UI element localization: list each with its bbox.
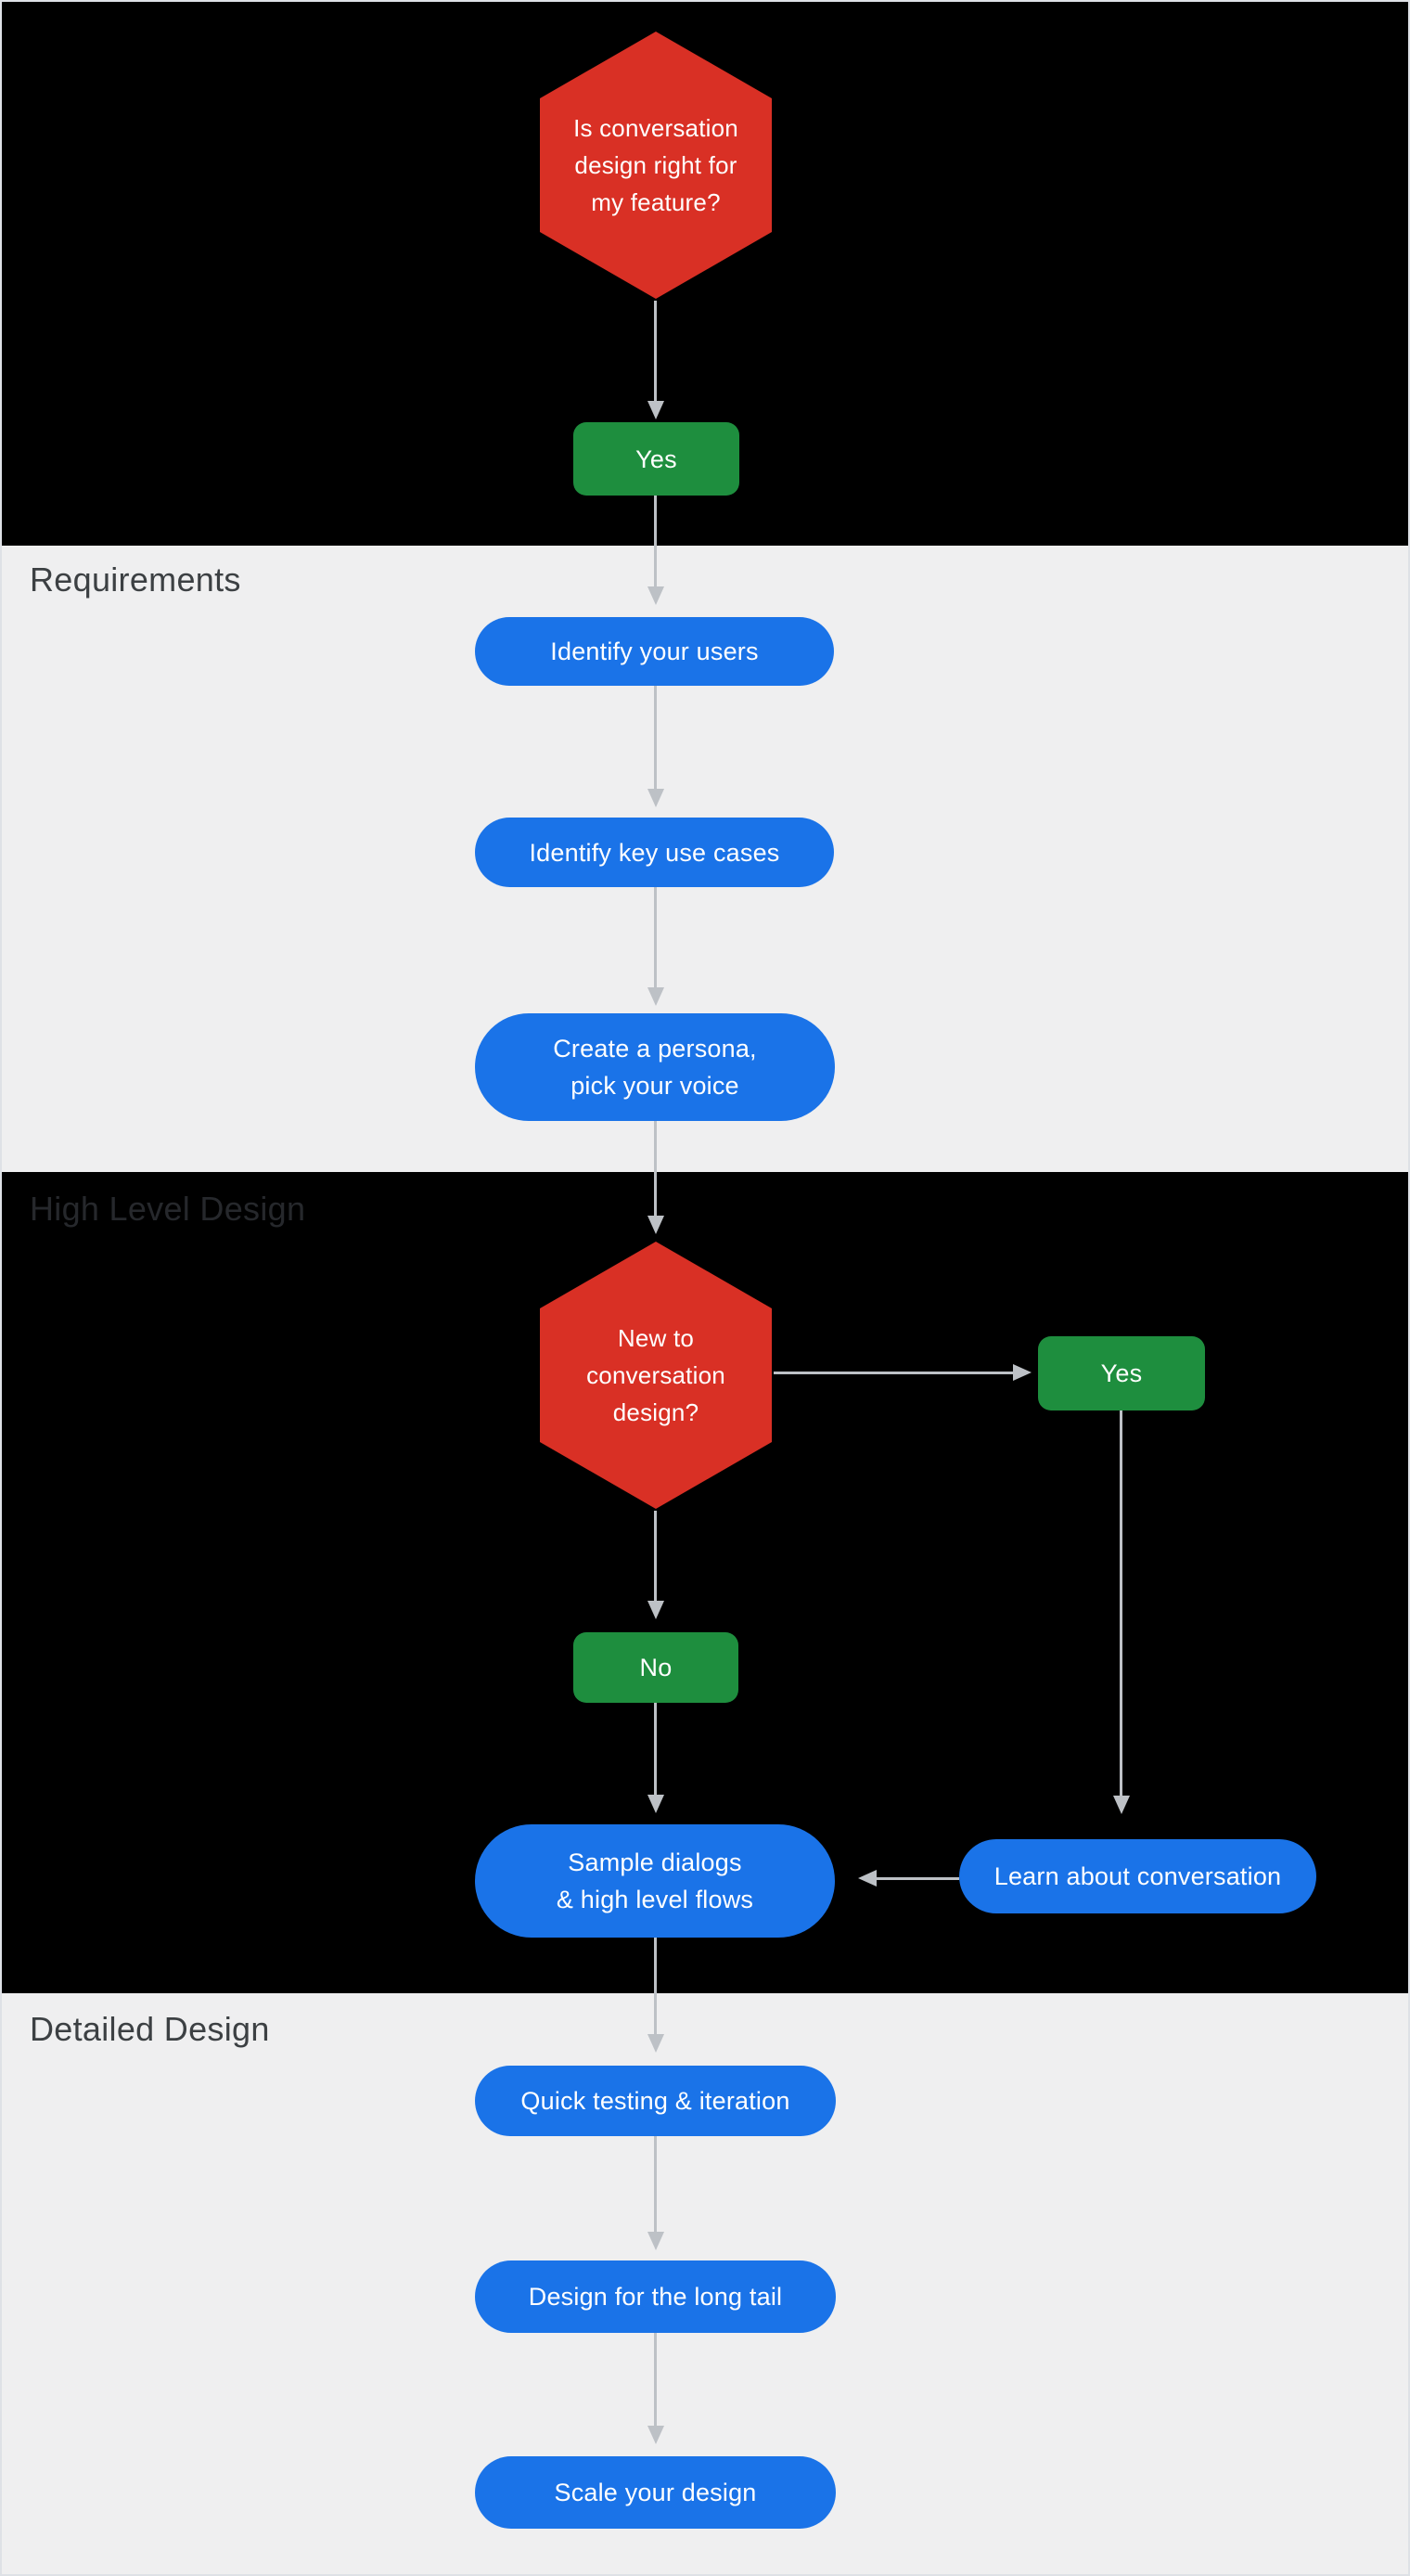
arrow-decision1-to-yes1-line — [654, 301, 657, 401]
step-node-learn-about-conversation: Learn about conversation — [959, 1839, 1316, 1913]
arrow-down-icon — [647, 2034, 664, 2053]
arrow-down-icon — [647, 1795, 664, 1813]
answer-node-yes-2: Yes — [1038, 1336, 1205, 1410]
arrow-down-icon — [647, 1601, 664, 1619]
answer-node-yes-1: Yes — [573, 422, 739, 496]
arrow-down-icon — [647, 401, 664, 419]
section-title-requirements: Requirements — [30, 560, 241, 599]
arrow-usecases-to-persona-line — [654, 887, 657, 987]
step-node-identify-your-users: Identify your users — [475, 617, 834, 686]
step-node-label: Create a persona, pick your voice — [553, 1035, 757, 1100]
decision-node-label: Is conversation design right for my feat… — [573, 114, 738, 216]
step-node-label: Scale your design — [554, 2479, 757, 2506]
arrow-users-to-usecases-line — [654, 686, 657, 789]
decision-node-is-conversation-design-right: Is conversation design right for my feat… — [540, 32, 772, 299]
answer-node-label: Yes — [635, 444, 677, 473]
arrow-yes1-to-identify-users-line — [654, 496, 657, 586]
arrow-persona-to-decision2-line — [654, 1121, 657, 1216]
arrow-down-icon — [647, 2232, 664, 2250]
step-node-design-for-long-tail: Design for the long tail — [475, 2260, 836, 2333]
arrow-down-icon — [1113, 1796, 1130, 1814]
arrow-quick-to-longtail-line — [654, 2136, 657, 2232]
step-node-label: Identify your users — [550, 638, 759, 665]
step-node-label: Identify key use cases — [529, 838, 780, 867]
decision-node-label: New to conversation design? — [586, 1324, 725, 1426]
step-node-create-persona-pick-voice: Create a persona, pick your voice — [475, 1013, 835, 1121]
arrow-decision2-to-yes2-line — [774, 1372, 1013, 1374]
step-node-label: Quick testing & iteration — [520, 2087, 790, 2115]
step-node-scale-your-design: Scale your design — [475, 2456, 836, 2529]
arrow-down-icon — [647, 586, 664, 605]
arrow-learn-to-sample-line — [877, 1877, 959, 1880]
decision-node-new-to-conversation-design: New to conversation design? — [540, 1242, 772, 1509]
arrow-left-icon — [858, 1870, 877, 1887]
arrow-no-to-sample-line — [654, 1703, 657, 1795]
section-title-detailed-design: Detailed Design — [30, 2010, 270, 2048]
arrow-down-icon — [647, 1216, 664, 1234]
arrow-down-icon — [647, 789, 664, 807]
section-title-high-level-design: High Level Design — [30, 1190, 306, 1228]
step-node-label: Sample dialogs & high level flows — [556, 1848, 754, 1913]
arrow-yes2-to-learn-line — [1120, 1410, 1122, 1796]
answer-node-label: No — [639, 1654, 673, 1681]
step-node-label: Design for the long tail — [528, 2283, 783, 2311]
answer-node-label: Yes — [1100, 1359, 1143, 1387]
step-node-quick-testing-iteration: Quick testing & iteration — [475, 2066, 836, 2136]
arrow-down-icon — [647, 2426, 664, 2444]
arrow-decision2-to-no-line — [654, 1511, 657, 1601]
arrow-longtail-to-scale-line — [654, 2333, 657, 2426]
arrow-sample-to-quick-line — [654, 1938, 657, 2034]
answer-node-no: No — [573, 1632, 738, 1703]
step-node-sample-dialogs-high-level-flows: Sample dialogs & high level flows — [475, 1824, 835, 1938]
arrow-right-icon — [1013, 1364, 1032, 1381]
step-node-label: Learn about conversation — [993, 1862, 1282, 1890]
step-node-identify-key-use-cases: Identify key use cases — [475, 818, 834, 887]
arrow-down-icon — [647, 987, 664, 1006]
